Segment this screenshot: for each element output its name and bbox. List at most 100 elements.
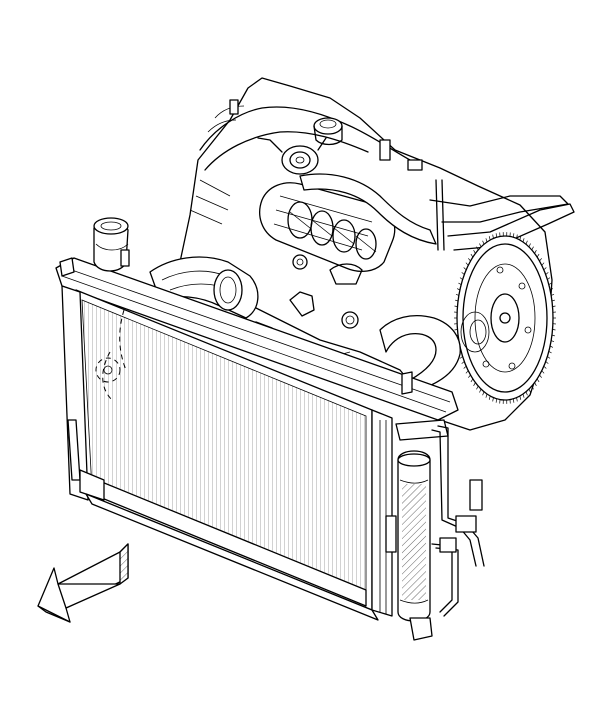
top-tank-end-cap (59, 257, 75, 277)
hidden-fitting (95, 357, 121, 383)
line-fitting-lower (439, 537, 457, 553)
oil-filler-cap (313, 117, 343, 146)
gear-tooth (479, 388, 482, 393)
engine-tubes (429, 179, 575, 251)
gear-tooth (473, 250, 476, 254)
gear-tooth (458, 282, 462, 285)
gear-tooth (551, 334, 556, 337)
gear-tooth (492, 234, 494, 239)
gear-tooth (543, 365, 547, 369)
valve-cover-edge-lower (204, 131, 369, 171)
gear-tooth (516, 234, 518, 239)
hidden-shroud-outline (102, 309, 127, 401)
gear-tooth (543, 267, 547, 271)
gear-tooth (545, 272, 549, 275)
receiver-drier-top (397, 453, 431, 467)
gear-tooth (522, 393, 525, 398)
gear-tooth (547, 277, 551, 280)
drier-bottom-fitting (409, 617, 433, 641)
gear-tooth (485, 238, 488, 243)
gear-tooth (519, 395, 522, 400)
gear-tooth (461, 272, 465, 275)
gear-tooth (454, 305, 458, 307)
gear-tooth (531, 385, 534, 390)
gear-tooth (512, 233, 515, 238)
gear-tooth (536, 253, 540, 258)
gear-tooth (528, 388, 531, 393)
gear-tooth (549, 345, 554, 348)
intake-manifold (259, 182, 396, 273)
gear-tooth (541, 262, 545, 266)
gear-tooth (541, 370, 545, 374)
gear-tooth (534, 382, 537, 386)
drier-bands (399, 479, 429, 604)
gear-tooth (516, 397, 518, 402)
gear-tooth (525, 240, 528, 245)
receiver-drier-assembly (395, 419, 485, 641)
gear-tooth (485, 393, 488, 398)
gear-tooth (463, 365, 467, 369)
gear-tooth (550, 340, 555, 343)
gear-tooth (482, 240, 485, 245)
gear-tooth (459, 356, 463, 359)
gear-tooth (488, 236, 491, 241)
gear-tooth (539, 258, 542, 262)
gear-tooth (492, 397, 494, 402)
flywheel (456, 235, 554, 401)
gear-tooth (479, 243, 482, 248)
throttle-body (257, 137, 327, 175)
gear-tooth (470, 253, 474, 258)
gear-tooth (495, 398, 498, 403)
gear-tooth (456, 288, 461, 291)
gear-tooth (531, 246, 534, 251)
gear-tooth (465, 262, 469, 266)
gear-tooth (552, 329, 556, 331)
front-arrow-icon (37, 543, 129, 623)
gear-tooth (536, 378, 540, 383)
gear-tooth (547, 356, 551, 359)
refrigerant-line-1 (431, 429, 477, 567)
refrigerant-line-3 (431, 543, 453, 613)
drier-label-area (402, 484, 426, 600)
gear-tooth (525, 391, 528, 396)
radiator-bottom-rail (85, 493, 379, 621)
radiator-filler-neck (93, 217, 130, 272)
engine-assembly (149, 77, 575, 431)
gear-tooth (548, 282, 552, 285)
gear-tooth (545, 361, 549, 364)
gear-tooth (549, 288, 554, 291)
top-tank-post (401, 371, 413, 395)
gear-tooth (470, 378, 474, 383)
gear-tooth (495, 233, 498, 238)
gear-tooth (534, 250, 537, 254)
top-tank-edges (61, 267, 451, 413)
gear-tooth (552, 305, 556, 307)
gear-tooth (476, 385, 479, 390)
valve-cover-ribs (207, 105, 245, 133)
line-fitting-stub (469, 479, 483, 511)
upper-coolant-hose (299, 173, 437, 245)
gear-tooth (512, 398, 515, 403)
gear-tooth (522, 238, 525, 243)
radiator-left-tank (61, 285, 89, 501)
gear-tooth (488, 395, 491, 400)
line-fitting-upper (455, 515, 477, 533)
gear-tooth (454, 299, 459, 302)
gear-tooth (459, 277, 463, 280)
gear-tooth (465, 370, 469, 374)
gear-tooth (548, 351, 552, 354)
gear-tooth (473, 382, 476, 386)
radiator-assembly (55, 217, 459, 621)
right-tank-bracket (385, 515, 397, 553)
gear-tooth (539, 374, 542, 378)
gear-tooth (468, 374, 471, 378)
gear-tooth (468, 258, 471, 262)
gear-tooth (455, 293, 460, 296)
gear-tooth (551, 299, 556, 302)
left-mount (79, 469, 105, 501)
air-inlet-duct (149, 256, 259, 319)
radiator-right-tank (371, 409, 393, 617)
gear-tooth (463, 267, 467, 271)
